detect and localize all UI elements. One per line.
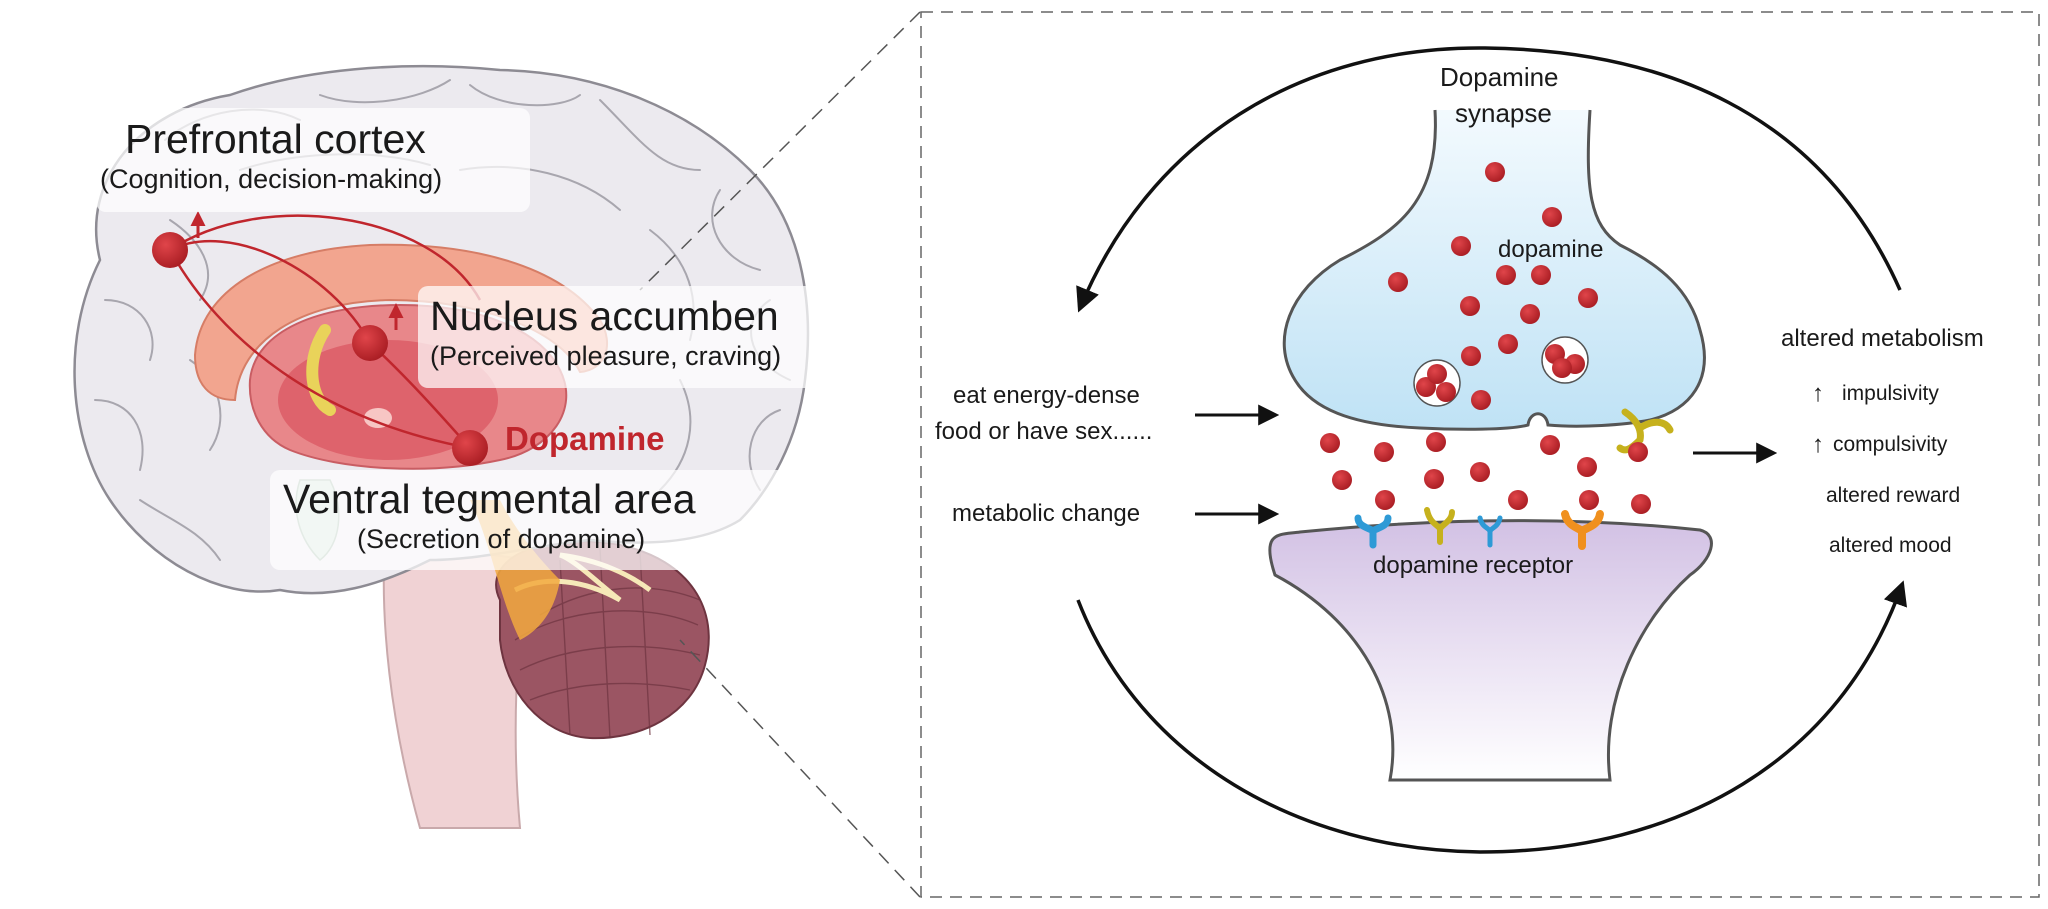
dopamine-molecule (1496, 265, 1516, 285)
stimulus-label-line2: food or have sex...... (935, 418, 1153, 445)
dopamine-molecule (1388, 272, 1408, 292)
dopamine-molecule (1461, 346, 1481, 366)
zoom-line-top (639, 11, 921, 291)
dopamine-molecule (1542, 207, 1562, 227)
dopamine-molecule (1577, 457, 1597, 477)
receptor-blue-large (1354, 514, 1392, 549)
dopamine-molecule (1531, 265, 1551, 285)
dopamine-molecule (1451, 236, 1471, 256)
cycle-arc-top (1076, 46, 1902, 313)
dopamine-molecule (1552, 358, 1572, 378)
outcome-altered-reward: altered reward (1826, 484, 1961, 507)
dopamine-molecule (1426, 432, 1446, 452)
pathway-pfc-to-vta (168, 249, 471, 450)
dopamine-molecule (1628, 442, 1648, 462)
presynaptic-terminal (1282, 109, 1706, 431)
dopamine-molecule (1578, 288, 1598, 308)
outcome-up-arrow-2: ↑ (1812, 431, 1824, 458)
nucleus-label-box (418, 286, 860, 388)
dopamine-molecule (1375, 490, 1395, 510)
nac-node (352, 325, 388, 361)
cycle-arc-bottom (1076, 580, 1907, 854)
receptor-label: dopamine receptor (1373, 552, 1574, 579)
receptor-blue-small (1477, 515, 1503, 548)
dopamine-molecules (1320, 162, 1651, 514)
dopamine-molecule (1579, 490, 1599, 510)
dopamine-molecule (1470, 462, 1490, 482)
dopamine-molecule (1520, 304, 1540, 324)
receptors (1354, 408, 1674, 550)
dopamine-molecule (1332, 470, 1352, 490)
stimulus-label-line1: eat energy-dense (953, 382, 1140, 409)
receptor-yellow-small (1424, 507, 1455, 545)
dopamine-molecule (1427, 364, 1447, 384)
outcome-altered-mood: altered mood (1829, 534, 1952, 557)
vta-node (452, 430, 488, 466)
vta-subtitle: (Secretion of dopamine) (357, 524, 646, 554)
dopamine-molecule (1460, 296, 1480, 316)
outcomes-heading: altered metabolism (1781, 325, 1984, 352)
thalamus-spot (364, 408, 392, 428)
dopamine-molecule (1374, 442, 1394, 462)
dopamine-molecule (1320, 433, 1340, 453)
dopamine-molecule (1436, 382, 1456, 402)
dopamine-molecule (1485, 162, 1505, 182)
nucleus-title: Nucleus accumben (430, 293, 779, 339)
fornix-yellow (306, 324, 336, 416)
outcome-compulsivity: compulsivity (1833, 433, 1948, 456)
dopamine-molecule (1471, 390, 1491, 410)
outcome-up-arrow-1: ↑ (1812, 380, 1824, 407)
synapse-panel-border (920, 11, 2040, 898)
vta-title: Ventral tegmental area (283, 476, 696, 522)
dopamine-molecule (1631, 494, 1651, 514)
dopamine-brain-label: Dopamine (505, 420, 665, 457)
metabolic-change-label: metabolic change (952, 500, 1141, 527)
pathway-pfc-to-nac (169, 240, 372, 344)
zoom-line-bottom (679, 639, 921, 898)
dopamine-molecule (1498, 334, 1518, 354)
vesicle-dopamine-label: dopamine (1498, 236, 1604, 263)
dopamine-molecule (1424, 469, 1444, 489)
pathway-arc (169, 214, 482, 301)
synapse-title-line2: synapse (1455, 98, 1552, 128)
dopamine-molecule (1508, 490, 1528, 510)
receptor-orange (1561, 510, 1604, 550)
prefrontal-title: Prefrontal cortex (125, 116, 426, 162)
vta-label-box (270, 470, 790, 570)
outcome-impulsivity: impulsivity (1842, 382, 1939, 405)
nucleus-subtitle: (Perceived pleasure, craving) (430, 341, 782, 371)
synapse-title-line1: Dopamine (1440, 62, 1559, 92)
dopamine-molecule (1540, 435, 1560, 455)
postsynaptic-terminal (1268, 519, 1713, 782)
prefrontal-label-box (96, 108, 530, 212)
prefrontal-subtitle: (Cognition, decision-making) (100, 164, 443, 194)
pfc-node (152, 232, 188, 268)
